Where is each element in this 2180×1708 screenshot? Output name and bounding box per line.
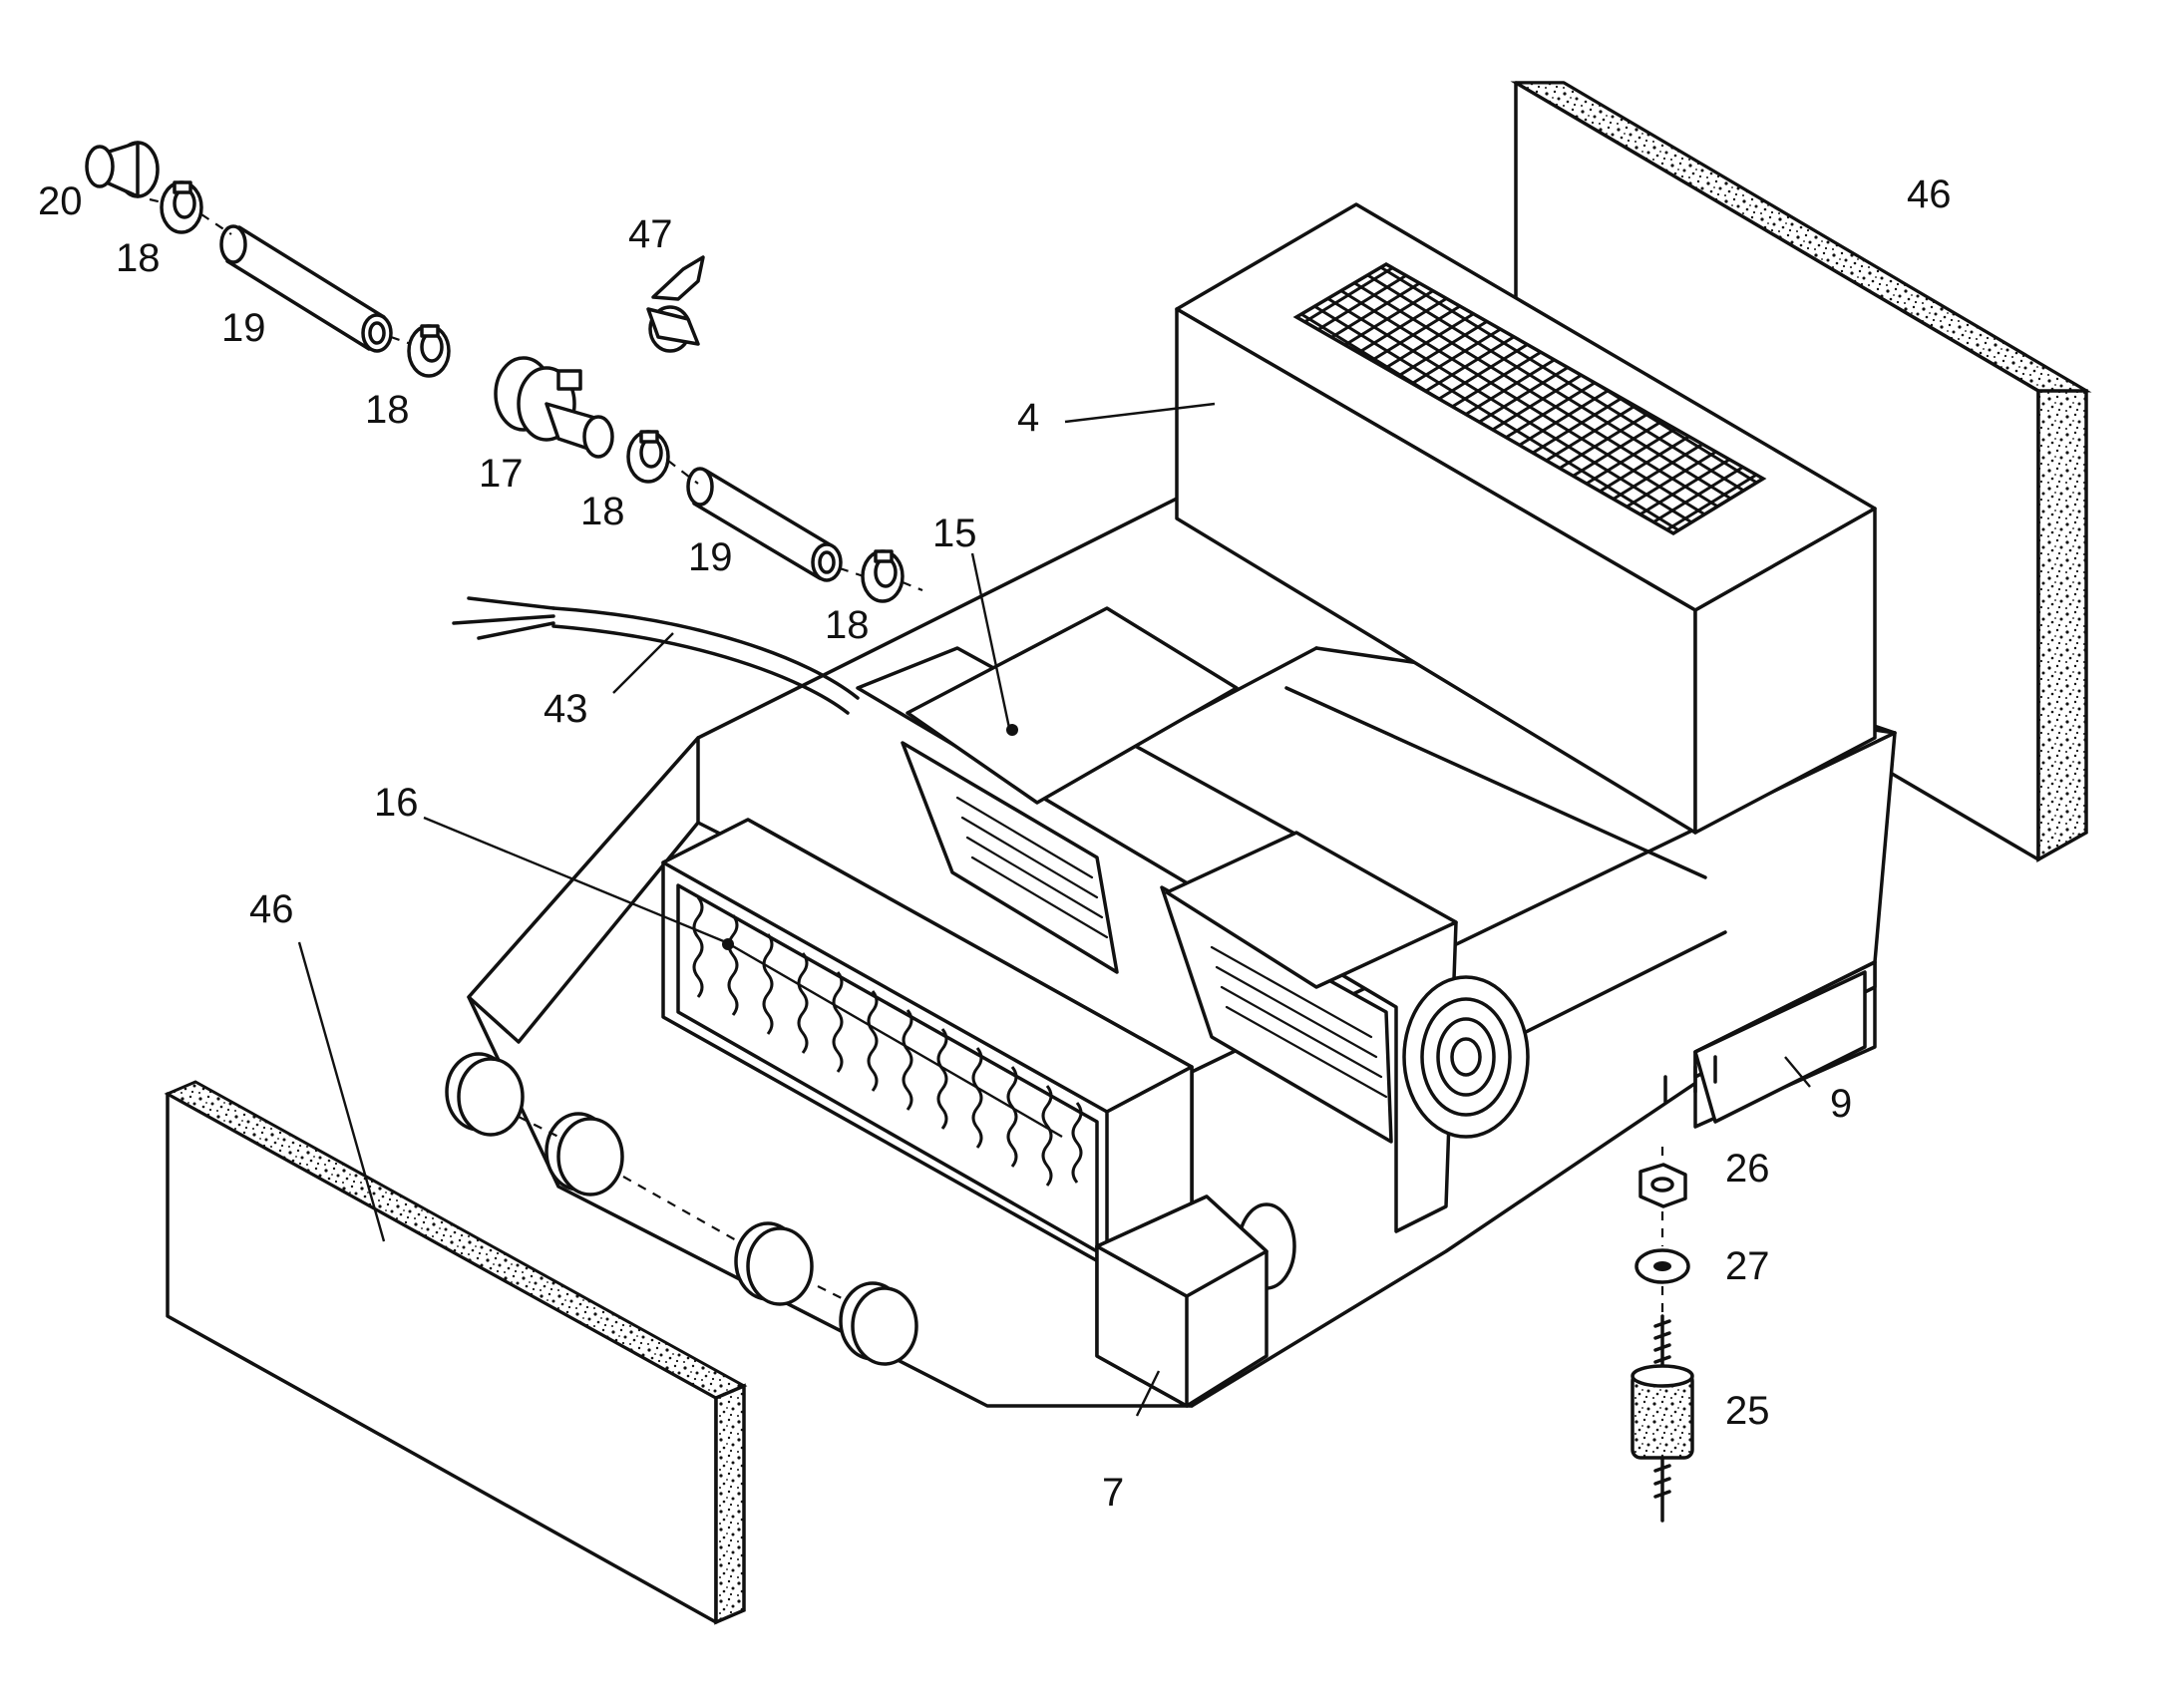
callout-25: 25 bbox=[1725, 1389, 1770, 1433]
blower-assembly bbox=[856, 606, 1530, 1233]
callout-26: 26 bbox=[1725, 1147, 1770, 1191]
callout-19: 19 bbox=[221, 306, 266, 350]
callout-18: 18 bbox=[825, 603, 870, 647]
callout-7: 7 bbox=[1102, 1471, 1124, 1515]
callout-43: 43 bbox=[544, 687, 588, 731]
callout-19: 19 bbox=[688, 535, 733, 579]
mesh-grille bbox=[1292, 261, 1767, 536]
callout-17: 17 bbox=[479, 452, 524, 496]
clamp-18-d bbox=[861, 549, 905, 603]
fin-pattern bbox=[692, 896, 1083, 1187]
callout-20: 20 bbox=[38, 179, 83, 223]
callout-46: 46 bbox=[249, 887, 294, 931]
clamp-18-a bbox=[160, 180, 203, 234]
leader-lines bbox=[297, 402, 1811, 1417]
clamp-18-c bbox=[626, 430, 670, 484]
callout-16: 16 bbox=[374, 781, 419, 825]
outlet-nozzles bbox=[445, 1052, 1296, 1366]
valve-17 bbox=[494, 356, 614, 459]
hose-19-a bbox=[219, 224, 393, 353]
callout-15: 15 bbox=[932, 512, 977, 555]
hose-19-b bbox=[686, 467, 843, 582]
isolator-25 bbox=[1631, 1314, 1694, 1523]
callout-47: 47 bbox=[628, 212, 673, 256]
callout-4: 4 bbox=[1017, 396, 1039, 440]
washer-27 bbox=[1635, 1248, 1690, 1284]
clamp-18-b bbox=[407, 324, 451, 378]
nut-26 bbox=[1638, 1163, 1687, 1208]
callout-18: 18 bbox=[365, 388, 410, 432]
hose-fitting-kit bbox=[85, 141, 923, 603]
outlet-grille-box bbox=[1175, 202, 1877, 835]
foam-panel-front bbox=[164, 1080, 748, 1625]
callout-27: 27 bbox=[1725, 1244, 1770, 1288]
callout-9: 9 bbox=[1830, 1082, 1852, 1126]
controller-box bbox=[1663, 970, 1867, 1124]
callout-18: 18 bbox=[580, 490, 625, 533]
callout-18: 18 bbox=[116, 236, 161, 280]
callout-labels: 20 18 19 47 18 17 18 19 15 18 4 46 43 16… bbox=[38, 172, 1952, 1515]
mounting-hardware bbox=[1631, 1147, 1694, 1523]
cable bbox=[452, 596, 860, 715]
clip-47 bbox=[646, 255, 705, 353]
motor-block bbox=[1095, 1195, 1269, 1408]
plug-20 bbox=[85, 141, 160, 198]
callout-46: 46 bbox=[1907, 172, 1952, 216]
